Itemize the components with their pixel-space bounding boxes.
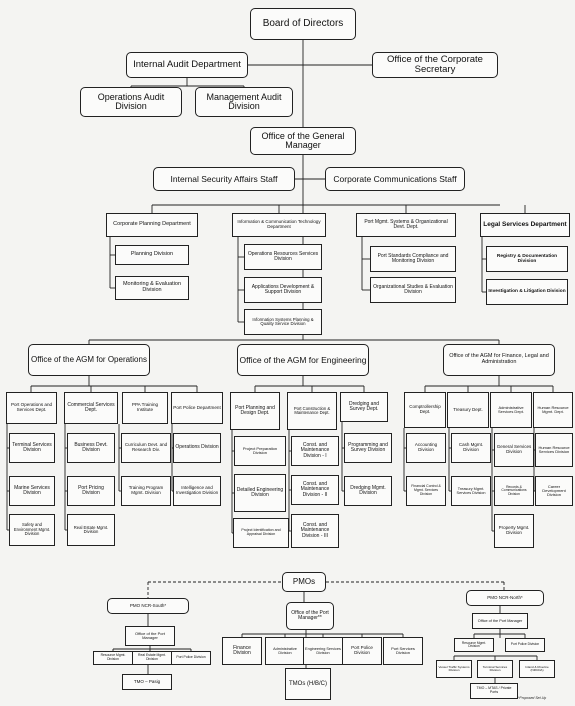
real-estate-division: Real Estate Mgmt. Division [67,514,115,546]
port-police-department: Port Police Department [171,392,223,424]
comptrollership-dept: Comptrollership Dept. [404,392,446,428]
general-manager-office: Office of the General Manager [250,127,356,155]
agm-operations-office: Office of the AGM for Operations [28,344,150,376]
administrative-division: Administrative Division [265,637,305,665]
agm-finance-office: Office of the AGM for Finance, Legal and… [443,344,555,376]
hr-services-division: Human Resource Services Division [535,433,573,467]
corporate-planning-department: Corporate Planning Department [106,213,198,237]
property-mgmt-division: Property Mgmt. Division [494,514,534,548]
safety-environment-division: Safety and Environment Mgmt. Division [9,514,55,546]
construction-maintenance-division-3: Const. and Maintenance Division - III [291,514,339,548]
agm-engineering-office: Office of the AGM for Engineering [237,344,369,376]
construction-maintenance-division-2: Const. and Maintenance Division - II [291,475,339,505]
project-preparation-division: Project Preparation Division [234,436,286,466]
port-manager-office-left: Office of the Port Manager [125,626,175,646]
tmos-hbc: TMOs (H/B/C) [285,668,331,700]
construction-maintenance-dept: Port Construction & Maintenance Dept. [287,392,337,430]
monitoring-evaluation-division: Monitoring & Evaluation Division [115,276,189,300]
management-audit-division: Management Audit Division [195,87,293,117]
terminal-services-division-right: Terminal Services Division [477,660,513,678]
tmo-mtas-private-ports: TMO – MTAS / Private Ports [470,683,518,699]
legal-services-department: Legal Services Department [480,213,570,237]
left-real-estate-division: Real Estate Mgmt. Division [132,651,172,665]
port-manager-office-center: Office of the Port Manager** [286,602,334,630]
investigation-litigation-division: Investigation & Litigation Division [486,279,568,305]
operations-resources-division: Operations Resources Services Division [244,244,322,270]
right-port-police-division: Port Police Division [505,638,545,652]
terminal-services-division: Terminal Services Division [9,433,55,463]
port-planning-design-dept: Port Planning and Design Dept. [230,392,280,430]
port-standards-division: Port Standards Compliance and Monitoring… [370,246,456,272]
ict-department: Information & Communication Technology D… [232,213,326,237]
finance-division: Finance Division [222,637,262,665]
accounting-division: Accounting Division [406,433,446,463]
internal-audit-department: Internal Audit Department [126,52,248,78]
marine-services-division: Marine Services Division [9,476,55,506]
training-program-division: Training Program Mgmt. Division [121,476,171,506]
construction-maintenance-division-1: Const. and Maintenance Division - I [291,436,339,466]
engineering-services-division: Engineering Services Division [303,637,343,665]
ppa-training-institute: PPA Training Institute [122,392,168,424]
registry-documentation-division: Registry & Documentation Division [486,246,568,272]
programming-survey-division: Programming and Survey Division [344,433,392,463]
general-services-division: General Services Division [494,433,534,467]
dredging-mgmt-division: Dredging Mgmt. Division [344,476,392,506]
career-development-division: Career Development Division [535,476,573,506]
internal-security-staff: Internal Security Affairs Staff [153,167,295,191]
operations-division: Operations Division [173,433,221,463]
board-of-directors: Board of Directors [250,8,356,40]
treasury-mgmt-division: Treasury Mgmt. Services Division [451,476,491,506]
pmos-node: PMOs [282,572,326,592]
commercial-services-dept: Commercial Services Dept. [64,392,118,424]
operations-audit-division: Operations Audit Division [80,87,182,117]
left-resource-division: Resource Mgmt. Division [93,651,133,665]
cash-mgmt-division: Cash Mgmt. Division [451,433,491,463]
planning-division: Planning Division [115,245,189,265]
port-pricing-division: Port Pricing Division [67,476,115,506]
footnote: *Proposed Set-Up [518,696,547,700]
pmo-ncr-south: PMO NCR-South* [107,598,189,614]
admin-services-dept: Administrative Services Dept. [490,392,532,428]
pmo-ncr-north: PMO NCR-North* [466,590,544,606]
financial-control-division: Financial Control & Mgmt. Services Divis… [406,476,446,506]
detailed-engineering-division: Detailed Engineering Division [234,474,286,512]
corporate-communications-staff: Corporate Communications Staff [325,167,465,191]
inland-waterway-division: Inland & Riverine (NRCDA) [519,660,555,678]
hr-mgmt-dept: Human Resource Mgmt. Dept. [533,392,573,428]
corporate-secretary-office: Office of the Corporate Secretary [372,52,498,78]
organizational-studies-division: Organizational Studies & Evaluation Divi… [370,277,456,303]
port-police-division-center: Port Police Division [342,637,382,665]
left-port-police-division: Port Police Division [171,651,211,665]
intelligence-division: Intelligence and Investigation Division [173,476,221,506]
business-devt-division: Business Devt. Division [67,433,115,463]
info-systems-planning-division: Information Systems Planning & Quality S… [244,309,322,335]
vessel-traffic-division: Vessel Traffic Systems Division [436,660,472,678]
dredging-survey-dept: Dredging and Survey Dept. [340,392,388,422]
tmo-pasig: TMO – Pasig [122,674,172,690]
applications-development-division: Applications Development & Support Divis… [244,277,322,303]
treasury-dept: Treasury Dept. [447,392,489,428]
port-services-division: Port Services Division [383,637,423,665]
right-resource-division: Resource Mgmt. Division [454,638,494,652]
records-communications-division: Records & Communications Division [494,476,534,506]
project-identification-division: Project Identification and Appraisal Div… [233,518,289,548]
curriculum-division: Curriculum Devt. and Research Div. [121,433,171,463]
port-operations-dept: Port Operations and Services Dept. [6,392,57,424]
port-mgmt-systems-dept: Port Mgmt. Systems & Organizational Devt… [356,213,456,237]
port-manager-office-right: Office of the Port Manager [472,613,528,629]
